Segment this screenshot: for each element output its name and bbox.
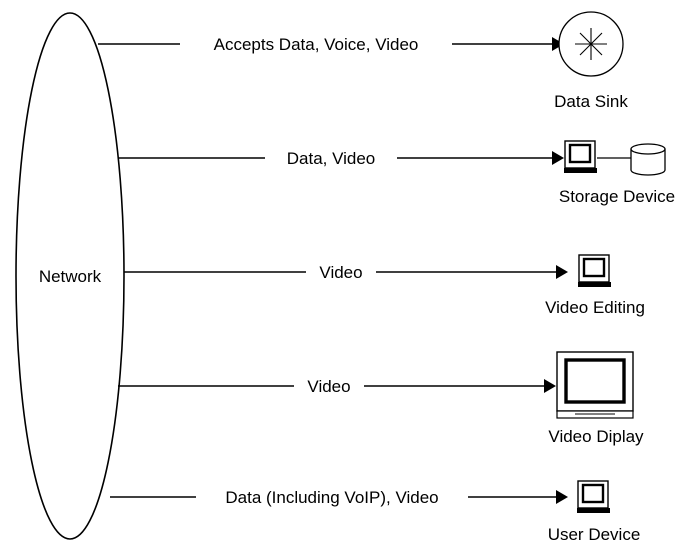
connection-user-device: Data (Including VoIP), Video (110, 483, 568, 509)
computer-icon (564, 140, 597, 173)
device-label-data-sink: Data Sink (554, 92, 628, 111)
network-label: Network (39, 267, 102, 286)
device-label-storage-device: Storage Device (559, 187, 675, 206)
data-sink-icon (558, 11, 624, 77)
device-label-user-device: User Device (548, 525, 641, 544)
connection-label-storage-device: Data, Video (287, 149, 376, 168)
connection-storage-device: Data, Video (118, 144, 564, 170)
connection-video-editing: Video (124, 258, 568, 284)
connection-data-sink: Accepts Data, Voice, Video (98, 30, 564, 56)
computer-icon (578, 254, 611, 287)
storage-disk-icon (630, 143, 666, 176)
computer-icon (577, 480, 610, 513)
network-ellipse (15, 12, 125, 540)
device-label-video-editing: Video Editing (545, 298, 645, 317)
device-label-video-display: Video Diplay (548, 427, 644, 446)
connection-label-data-sink: Accepts Data, Voice, Video (214, 35, 419, 54)
connection-video-display: Video (118, 372, 556, 398)
connection-label-video-editing: Video (319, 263, 362, 282)
connection-label-user-device: Data (Including VoIP), Video (225, 488, 438, 507)
monitor-icon (556, 351, 634, 419)
connection-label-video-display: Video (307, 377, 350, 396)
